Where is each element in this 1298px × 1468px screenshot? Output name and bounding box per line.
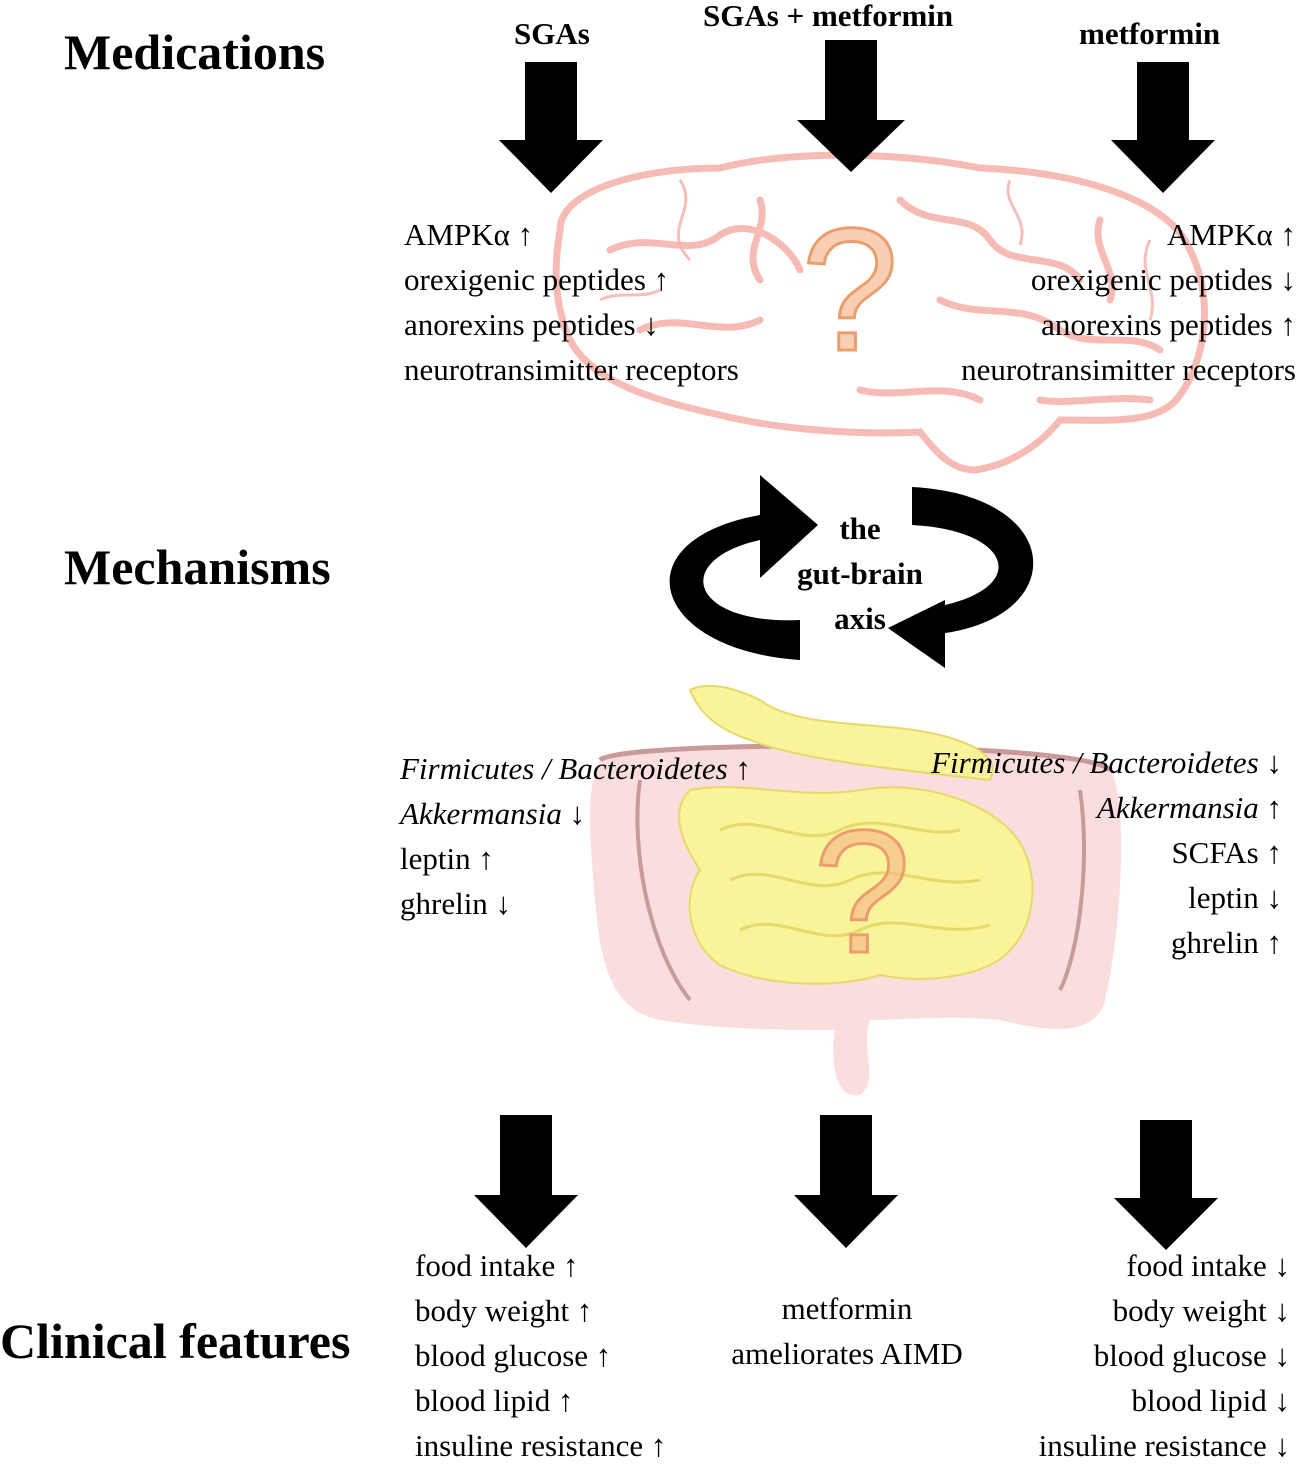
- gut-effect-label: Akkermansia: [400, 796, 562, 831]
- brain-effect-item: neurotransimitter receptors: [961, 352, 1296, 387]
- gut-effect-label: Akkermansia: [1096, 790, 1259, 825]
- down-arrow-clinical-center: [794, 1115, 898, 1248]
- gut-effect-item: leptin ↓: [931, 875, 1282, 920]
- axis-line: axis: [834, 601, 886, 636]
- gut-effect-label: ghrelin: [1170, 925, 1259, 960]
- gut-effect-label: ghrelin: [400, 886, 488, 921]
- clinical-effect-item: ameliorates AIMD: [731, 1336, 963, 1371]
- axis-line: the: [839, 511, 881, 546]
- brain-effect-item: AMPKα ↑: [1166, 217, 1296, 252]
- gut-effect-arrow: ↓: [1258, 745, 1283, 780]
- brain-effect-item: anorexins peptides ↓: [404, 307, 659, 342]
- medication-label-sgas: SGAs: [514, 16, 590, 51]
- gut-effect-arrow: ↑: [727, 751, 751, 786]
- brain-effect-item: neurotransimitter receptors: [404, 352, 739, 387]
- gut-effect-arrow: ↑: [1258, 835, 1283, 870]
- gut-effect-label: Firmicutes / Bacteroidetes: [931, 745, 1259, 780]
- brain-effect-item: AMPKα ↑: [404, 217, 534, 252]
- brain-effects-metformin: AMPKα ↑ orexigenic peptides ↓ anorexins …: [961, 212, 1296, 392]
- clinical-effect-item: blood glucose ↑: [415, 1338, 612, 1373]
- gut-effect-arrow: ↓: [561, 796, 586, 831]
- axis-line: gut-brain: [797, 556, 923, 591]
- gut-effect-label: Firmicutes / Bacteroidetes: [400, 751, 728, 786]
- clinical-effects-metformin: food intake ↓ body weight ↓ blood glucos…: [1039, 1243, 1290, 1468]
- gut-illustration: [590, 684, 1122, 1096]
- clinical-effects-sgas: food intake ↑ body weight ↑ blood glucos…: [415, 1243, 666, 1468]
- clinical-effect-item: body weight ↓: [1112, 1293, 1290, 1328]
- section-title-medications: Medications: [64, 24, 326, 80]
- down-arrow-clinical-left: [474, 1115, 578, 1248]
- section-title-clinical-features: Clinical features: [0, 1313, 351, 1369]
- brain-question-mark: ?: [801, 193, 898, 388]
- gut-effect-item: ghrelin ↑: [931, 920, 1282, 965]
- gut-effect-item: SCFAs ↑: [931, 830, 1282, 875]
- brain-illustration: [552, 151, 1208, 474]
- medication-label-metformin: metformin: [1079, 16, 1221, 51]
- gut-effect-arrow: ↑: [470, 841, 494, 876]
- gut-effect-item: leptin ↑: [400, 836, 751, 881]
- gut-effect-arrow: ↓: [487, 886, 512, 921]
- clinical-effect-item: insuline resistance ↑: [415, 1428, 667, 1463]
- medication-label-sgas-metformin: SGAs + metformin: [703, 0, 954, 33]
- down-arrow-combo: [797, 40, 905, 172]
- clinical-effect-item: blood lipid ↓: [1131, 1383, 1290, 1418]
- gut-question-mark: ?: [813, 795, 910, 990]
- gut-effect-label: leptin: [400, 841, 471, 876]
- brain-effect-item: anorexins peptides ↑: [1041, 307, 1296, 342]
- gut-effect-label: leptin: [1188, 880, 1259, 915]
- brain-effect-item: orexigenic peptides ↓: [1030, 262, 1296, 297]
- gut-effect-item: Akkermansia ↑: [931, 785, 1282, 830]
- gut-effect-arrow: ↑: [1258, 790, 1283, 825]
- gut-effect-arrow: ↓: [1258, 880, 1283, 915]
- cycle-arrow-left: [669, 475, 818, 660]
- clinical-effect-item: blood lipid ↑: [415, 1383, 574, 1418]
- clinical-effect-item: body weight ↑: [415, 1293, 593, 1328]
- gut-effect-item: ghrelin ↓: [400, 881, 751, 926]
- gut-effects-metformin: Firmicutes / Bacteroidetes ↓ Akkermansia…: [931, 740, 1282, 965]
- gut-effect-arrow: ↑: [1258, 925, 1283, 960]
- down-arrow-clinical-right: [1114, 1120, 1218, 1250]
- gut-brain-axis-label: the gut-brain axis: [770, 506, 950, 641]
- brain-effect-item: orexigenic peptides ↑: [404, 262, 670, 297]
- clinical-effect-item: insuline resistance ↓: [1038, 1428, 1290, 1463]
- gut-effect-item: Firmicutes / Bacteroidetes ↑: [400, 746, 751, 791]
- section-title-mechanisms: Mechanisms: [64, 539, 331, 595]
- cycle-arrow-right: [888, 487, 1034, 668]
- gut-effect-item: Firmicutes / Bacteroidetes ↓: [931, 740, 1282, 785]
- gut-effects-sgas: Firmicutes / Bacteroidetes ↑ Akkermansia…: [400, 746, 751, 926]
- brain-effects-sgas: AMPKα ↑ orexigenic peptides ↑ anorexins …: [404, 212, 739, 392]
- gut-effect-item: Akkermansia ↓: [400, 791, 751, 836]
- down-arrow-sgas: [499, 62, 603, 193]
- clinical-effect-item: food intake ↑: [415, 1248, 579, 1283]
- gut-effect-label: SCFAs: [1171, 835, 1259, 870]
- clinical-effects-combo: metformin ameliorates AIMD: [697, 1286, 997, 1376]
- clinical-effect-item: food intake ↓: [1126, 1248, 1290, 1283]
- clinical-effect-item: metformin: [781, 1291, 913, 1326]
- clinical-effect-item: blood glucose ↓: [1093, 1338, 1290, 1373]
- down-arrow-metformin: [1111, 62, 1215, 193]
- brain-veins: [599, 179, 1154, 321]
